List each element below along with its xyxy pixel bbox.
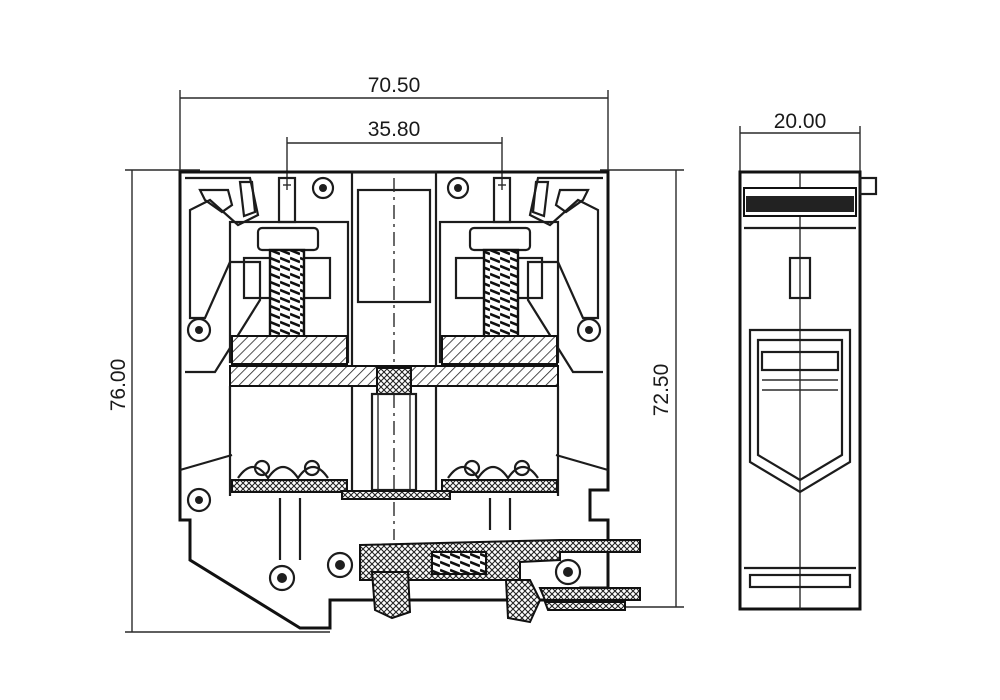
dimension-lines xyxy=(125,90,861,633)
dim-overall-height: 76.00 xyxy=(107,359,130,412)
dim-thickness: 20.00 xyxy=(774,110,827,133)
dim-screw-spacing: 35.80 xyxy=(368,118,421,141)
bottom-contacts xyxy=(231,459,558,500)
side-slot xyxy=(788,256,812,300)
bottom-slot xyxy=(748,573,852,589)
side-latch xyxy=(748,328,852,494)
right-clamp-plate xyxy=(441,335,558,365)
spring-element xyxy=(431,551,487,575)
left-clamp-plate xyxy=(231,335,348,365)
rivets xyxy=(186,176,602,592)
front-view xyxy=(178,170,641,630)
dim-overall-width: 70.50 xyxy=(368,74,421,97)
din-rail-foot xyxy=(278,498,641,624)
side-view xyxy=(738,170,878,611)
dim-body-height: 72.50 xyxy=(650,364,673,417)
